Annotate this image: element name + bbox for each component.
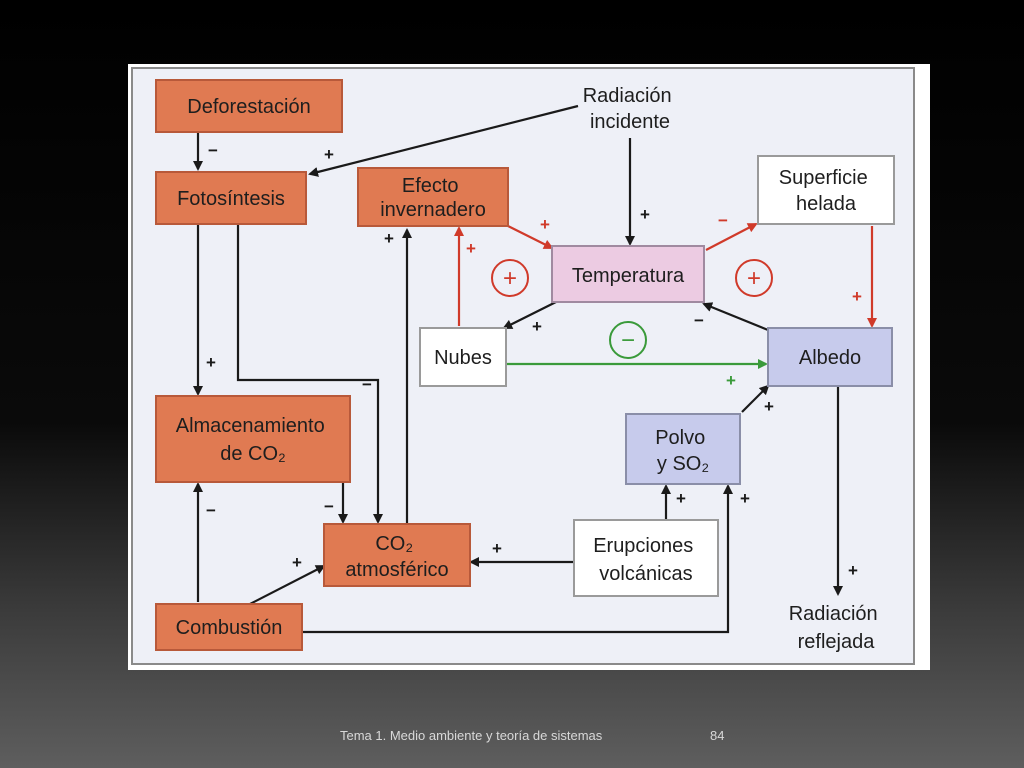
loop-circle-right: + (735, 259, 773, 297)
arrow-temperatura-nubes (502, 301, 557, 329)
sign-eru-co2: + (492, 539, 502, 558)
svg-text:Superficie helada: Superficie helada (779, 167, 874, 215)
sign-com-pol: + (740, 489, 750, 508)
svg-text:Temperatura: Temperatura (572, 265, 685, 287)
loop-circle-middle: − (609, 321, 647, 359)
node-almacenamiento-line-2: de CO₂ (220, 443, 286, 465)
footer-title: Tema 1. Medio ambiente y teoría de siste… (340, 728, 603, 743)
arrow-albedo-temperatura (702, 302, 769, 332)
loop-sign-middle: − (621, 327, 635, 354)
sign-fot-co2: − (362, 375, 372, 394)
sign-sup-alb: + (852, 287, 862, 306)
arrow-combustion-co2 (249, 565, 326, 605)
svg-text:Combustión: Combustión (176, 617, 283, 639)
node-deforestacion-line-1: Deforestación (187, 96, 310, 118)
loop-sign-left: + (503, 265, 517, 292)
node-superficie-helada-line-1: Superficie (779, 167, 868, 189)
loop-circle-left: + (491, 259, 529, 297)
polarity-signs: − + + + + − + + − + + + − + − − + + + + … (206, 141, 862, 580)
sign-alb-temp: − (694, 311, 704, 330)
svg-text:Erupciones volcánicas: Erupciones volcánicas (593, 535, 699, 585)
arrow-radiacion-fotosintesis (308, 104, 579, 177)
node-erupciones-volcanicas: Erupciones volcánicas (573, 519, 719, 597)
node-temperatura-line-1: Temperatura (572, 265, 685, 287)
node-efecto-invernadero-line-2: invernadero (380, 199, 486, 221)
node-almacenamiento-line-1: Almacenamiento (176, 415, 325, 437)
node-co2-line-2: atmosférico (345, 559, 448, 581)
sign-eru-pol: + (676, 489, 686, 508)
arrow-polvo-albedo (741, 384, 770, 413)
svg-text:Polvo y SO₂: Polvo y SO₂ (655, 427, 711, 475)
node-fotosintesis-line-1: Fotosíntesis (177, 188, 285, 210)
node-erupciones-line-2: volcánicas (599, 563, 692, 585)
node-deforestacion: Deforestación (155, 79, 343, 133)
sign-rad-fot: + (324, 145, 334, 164)
sign-temp-nub: + (532, 317, 542, 336)
node-polvo-line-2: y SO₂ (657, 453, 709, 475)
node-polvo-so2: Polvo y SO₂ (625, 413, 741, 485)
node-co2-line-1: CO₂ (375, 533, 413, 555)
node-radiacion-incidente-line-1: Radiación (583, 85, 672, 107)
node-fotosintesis: Fotosíntesis (155, 171, 307, 225)
sign-alb-ref: + (848, 561, 858, 580)
node-efecto-invernadero-line-1: Efecto (402, 175, 459, 197)
arrow-fotosintesis-co2 (236, 224, 383, 524)
node-radiacion-reflejada-line-2: reflejada (798, 631, 876, 653)
svg-text:Deforestación: Deforestación (187, 96, 310, 118)
svg-text:Albedo: Albedo (799, 347, 861, 369)
svg-text:Almacenamiento de CO₂: Almacenamiento de CO₂ (176, 415, 331, 465)
sign-pol-alb: + (764, 397, 774, 416)
arrow-combustion-polvo (302, 484, 733, 634)
node-albedo: Albedo (767, 327, 893, 387)
sign-fot-alm: + (206, 353, 216, 372)
node-almacenamiento-co2: Almacenamiento de CO₂ (155, 395, 351, 483)
arrows-red (454, 223, 877, 328)
diagram-image: + − + Deforestación Fotosíntesis Radiaci… (128, 64, 930, 670)
footer-page-number: 84 (710, 728, 725, 743)
node-albedo-line-1: Albedo (799, 347, 861, 369)
arrow-temperatura-superficie-helada (705, 223, 758, 251)
sign-co2-inv: + (384, 229, 394, 248)
node-nubes: Nubes (419, 327, 507, 387)
sign-temp-sup: − (718, 211, 728, 230)
node-polvo-line-1: Polvo (655, 427, 705, 449)
sign-alm-co2: − (324, 497, 334, 516)
node-combustion-line-1: Combustión (176, 617, 283, 639)
arrows-black (193, 104, 843, 634)
sign-nub-inv: + (466, 239, 476, 258)
sign-def-fot: − (208, 141, 218, 160)
arrow-efecto-invernadero-temperatura (507, 225, 554, 249)
feedback-diagram: + − + Deforestación Fotosíntesis Radiaci… (131, 67, 915, 665)
sign-com-co2: + (292, 553, 302, 572)
node-radiacion-reflejada-line-1: Radiación (789, 603, 878, 625)
svg-text:Nubes: Nubes (434, 347, 492, 369)
node-temperatura: Temperatura (551, 245, 705, 303)
node-co2-atmosferico: CO₂ atmosférico (323, 523, 471, 587)
node-combustion: Combustión (155, 603, 303, 651)
node-radiacion-reflejada: Radiación reflejada (789, 603, 884, 653)
node-efecto-invernadero: Efecto invernadero (357, 167, 509, 227)
node-erupciones-line-1: Erupciones (593, 535, 693, 557)
node-superficie-helada: Superficie helada (757, 155, 895, 225)
svg-text:Efecto invernadero: Efecto invernadero (380, 175, 486, 221)
svg-text:Radiación reflejada: Radiación reflejada (789, 603, 884, 653)
sign-com-alm: − (206, 501, 216, 520)
svg-text:Fotosíntesis: Fotosíntesis (177, 188, 285, 210)
node-radiacion-incidente-line-2: incidente (590, 111, 670, 133)
sign-nub-alb: + (726, 371, 736, 390)
svg-text:Radiación incidente: Radiación incidente (583, 85, 678, 133)
node-superficie-helada-line-2: helada (796, 193, 857, 215)
node-nubes-line-1: Nubes (434, 347, 492, 369)
sign-inv-temp: + (540, 215, 550, 234)
svg-text:CO₂ atmosférico: CO₂ atmosférico (345, 533, 448, 581)
node-radiacion-incidente: Radiación incidente (583, 85, 678, 133)
sign-rad-temp: + (640, 205, 650, 224)
loop-sign-right: + (747, 265, 761, 292)
